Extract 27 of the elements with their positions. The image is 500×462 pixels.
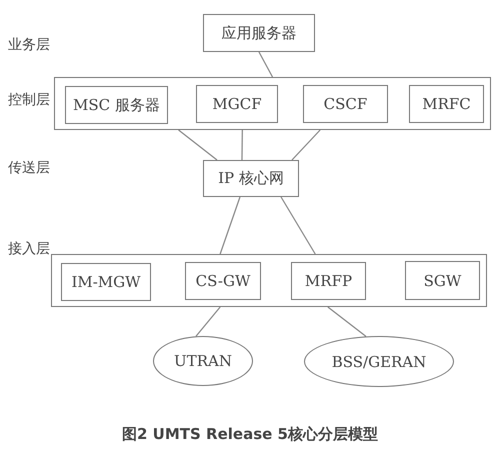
layer-band: [54, 77, 491, 130]
connector-line: [292, 130, 321, 160]
connector-line: [328, 306, 366, 337]
process-box: MGCF: [196, 85, 278, 123]
connector-line: [196, 306, 221, 337]
process-box: MRFC: [409, 85, 484, 123]
process-box: MRFP: [291, 262, 366, 300]
layer-label: 接入层: [8, 240, 50, 258]
process-box: CS-GW: [185, 262, 261, 300]
layer-label: 传送层: [8, 159, 50, 177]
figure-caption: 图2 UMTS Release 5核心分层模型: [121, 425, 379, 444]
layer-label: 控制层: [8, 91, 50, 109]
process-box: IM-MGW: [61, 263, 151, 301]
connector-line: [241, 130, 243, 160]
process-box: CSCF: [303, 85, 388, 123]
connector-line: [280, 196, 316, 254]
process-box: 应用服务器: [203, 14, 315, 52]
connector-line: [178, 130, 218, 160]
process-box: MSC 服务器: [65, 86, 168, 124]
process-box: SGW: [405, 261, 480, 300]
layer-band: [51, 254, 487, 307]
process-box: IP 核心网: [203, 160, 299, 197]
ellipse-node: BSS/GERAN: [304, 336, 454, 387]
layer-label: 业务层: [8, 36, 50, 54]
connector-line: [220, 196, 241, 254]
connector-line: [258, 52, 274, 78]
ellipse-node: UTRAN: [153, 336, 253, 386]
